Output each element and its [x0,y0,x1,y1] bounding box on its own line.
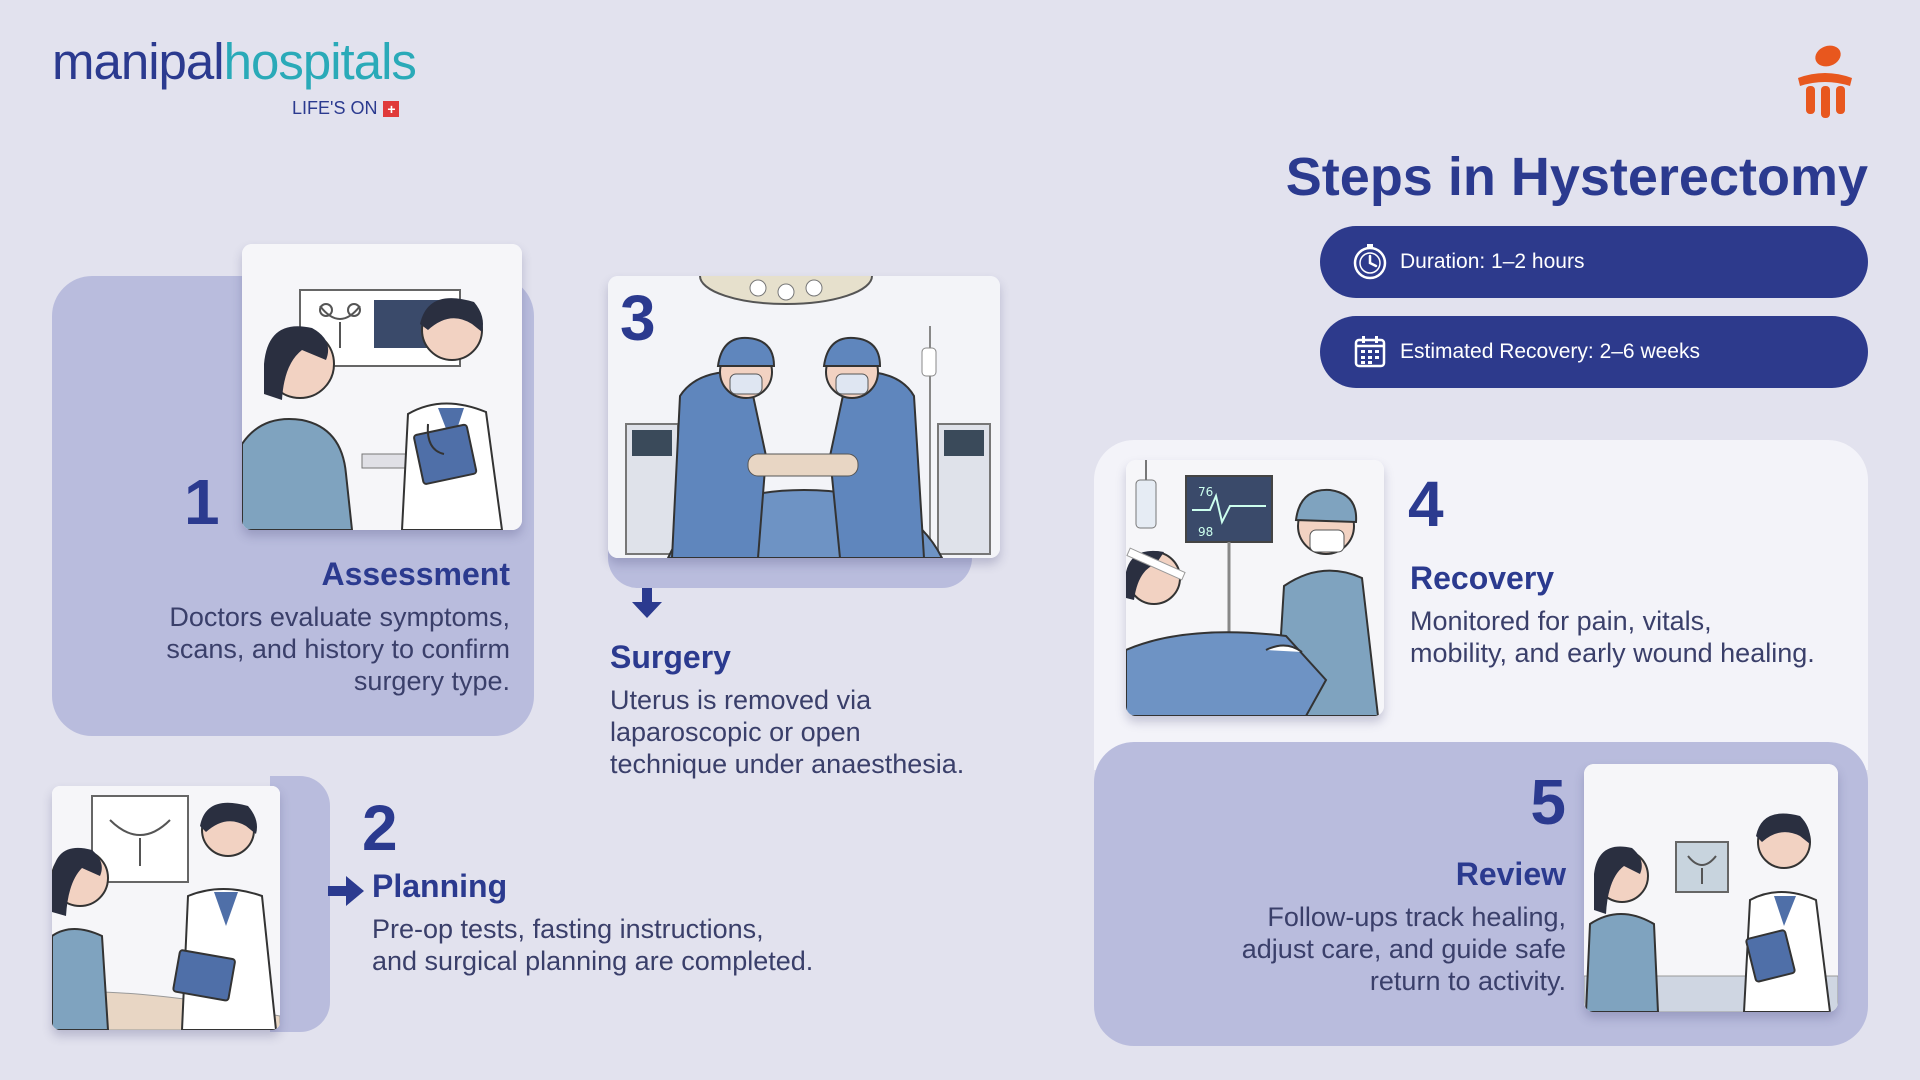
step-5-description: Follow-ups track healing, adjust care, a… [1130,901,1566,997]
calendar-icon [1350,332,1390,372]
red-cross-icon: + [383,100,400,117]
monitor-value-1: 76 [1198,485,1213,499]
step-2-illustration [52,786,280,1030]
step-3-desc-line: Uterus is removed via [610,685,872,715]
step-5-illustration [1584,764,1838,1012]
step-1-desc-line: scans, and history to confirm [166,634,510,664]
brand-tagline: LIFE'S ON + [292,98,400,119]
step-1-number: 1 [184,466,220,538]
stopwatch-icon [1350,242,1390,282]
step-1-desc-line: surgery type. [353,666,510,696]
step-3-description: Uterus is removed via laparoscopic or op… [610,684,1030,780]
step-3-title: Surgery [610,639,731,675]
brand-name-part1: manipal [52,33,225,90]
step-3-number: 3 [620,282,656,354]
step-4-desc-line: mobility, and early wound healing. [1410,638,1815,668]
step-4-desc-line: Monitored for pain, vitals, [1410,606,1712,636]
step-1-desc-line: Doctors evaluate symptoms, [169,602,510,632]
monitor-value-2: 98 [1198,525,1213,539]
step-4-illustration: 76 98 [1126,460,1384,716]
page-title: Steps in Hysterectomy [1285,147,1868,207]
step-2-panel [270,776,330,1032]
step-3-desc-line: laparoscopic or open [610,717,861,747]
duration-pill: Duration: 1–2 hours [1320,226,1868,298]
step-2-title: Planning [372,868,508,904]
tagline-text: LIFE'S ON [292,98,378,118]
step-4-title: Recovery [1410,560,1555,596]
recovery-text: Estimated Recovery: 2–6 weeks [1400,340,1700,363]
step-4-number: 4 [1408,468,1444,540]
brand-name-part2: hospitals [223,33,417,90]
step-5-desc-line: Follow-ups track healing, [1267,902,1566,932]
recovery-pill: Estimated Recovery: 2–6 weeks [1320,316,1868,388]
step-2-number: 2 [362,792,398,864]
arrow-right-icon [328,876,364,906]
step-5-desc-line: return to activity. [1369,966,1566,996]
step-1-title: Assessment [321,556,510,592]
step-2-desc-line: Pre-op tests, fasting instructions, [372,914,764,944]
step-5-number: 5 [1530,766,1566,838]
step-3-illustration [608,276,1000,558]
step-2-desc-line: and surgical planning are completed. [372,946,814,976]
step-5-title: Review [1455,856,1566,892]
step-1-description: Doctors evaluate symptoms, scans, and hi… [70,601,510,697]
step-4-description: Monitored for pain, vitals, mobility, an… [1410,605,1850,669]
arrow-down-icon [632,588,662,618]
step-2-description: Pre-op tests, fasting instructions, and … [372,913,892,977]
brand-mark-icon [1798,45,1852,118]
step-3-desc-line: technique under anaesthesia. [610,749,965,779]
step-1-illustration [242,244,522,530]
duration-text: Duration: 1–2 hours [1400,250,1585,273]
step-5-desc-line: adjust care, and guide safe [1241,934,1566,964]
brand-logo: manipalhospitals [52,33,417,90]
